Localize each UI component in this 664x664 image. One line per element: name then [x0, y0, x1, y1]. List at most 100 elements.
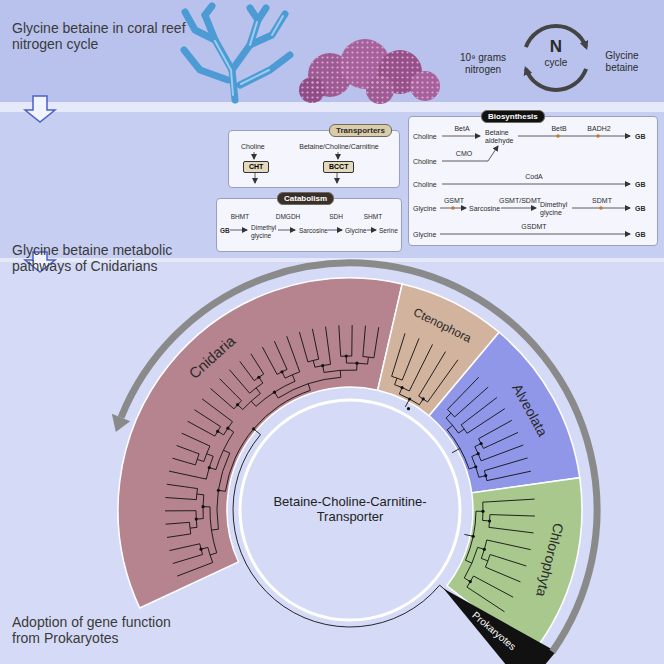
biosynthesis-arrows	[440, 134, 630, 234]
pathway-label: Glycine	[345, 227, 367, 235]
section-band: Adoption of gene function from Prokaryot…	[0, 262, 664, 664]
clade-sector: Chlorophyta	[118, 278, 582, 664]
tree-branch	[375, 327, 379, 351]
tree-branch	[490, 514, 497, 515]
annotation: cycle	[545, 57, 568, 69]
circle-shape	[451, 206, 455, 210]
tree-branch	[210, 553, 217, 555]
tree-branch	[464, 578, 470, 582]
tree-branch	[229, 404, 234, 409]
tree-branch	[452, 377, 478, 404]
tree-arc	[217, 453, 230, 529]
tree-branch	[496, 528, 534, 533]
annotation: Glycine betaine	[596, 50, 648, 73]
path-shape	[442, 146, 498, 161]
pink-coral	[299, 39, 440, 104]
product-label: GB	[220, 227, 230, 235]
tree-branch	[251, 354, 260, 368]
tree-branch	[229, 370, 245, 388]
tree-branch	[440, 585, 451, 595]
tree-branch	[209, 433, 215, 436]
tree-branch	[339, 325, 340, 349]
pathway-label: GSDMT	[521, 223, 546, 231]
tree-branch	[402, 374, 405, 380]
tree-branch	[467, 429, 473, 433]
tree-branch	[405, 399, 409, 407]
pathway-box: BiosynthesisCholineBetABetaine aldehydeB…	[408, 116, 658, 246]
tree-branch	[363, 326, 365, 350]
path-shape	[185, 12, 215, 40]
tree-branch	[473, 409, 505, 430]
tree-branch	[488, 445, 524, 458]
tree-branch	[211, 529, 218, 530]
tree-branch	[201, 547, 208, 549]
tree-branch	[308, 384, 310, 391]
path-shape	[501, 208, 536, 209]
tree-branch	[478, 547, 485, 549]
g-shape	[215, 16, 283, 95]
section-band: Glycine betaine metabolic pathways of Cn…	[0, 112, 664, 258]
path-shape	[278, 230, 295, 231]
circle-shape	[596, 134, 600, 138]
tree-arc	[464, 547, 477, 578]
path-shape	[230, 230, 247, 231]
tree-branch	[220, 379, 237, 396]
tree-branch	[256, 388, 260, 394]
tree-branch	[480, 579, 514, 597]
tree-branch	[189, 499, 196, 500]
tree-branch	[490, 555, 497, 557]
cycle-arrows	[526, 26, 586, 90]
path-shape	[255, 173, 256, 183]
tree-branch	[356, 363, 357, 370]
circle-shape	[599, 206, 603, 210]
path-shape	[442, 184, 630, 185]
path-shape	[258, 8, 266, 20]
tree-branch	[326, 327, 330, 358]
tree-branch	[446, 413, 451, 418]
tree-branch	[196, 555, 203, 557]
box-tag: Biosynthesis	[481, 110, 545, 123]
section-heading: Glycine betaine in coral reef nitrogen c…	[12, 20, 187, 52]
pathway-label: BetB	[551, 125, 566, 133]
tree-branch	[245, 388, 250, 393]
tree-branch	[447, 425, 452, 429]
tree-branch	[287, 336, 298, 365]
tree-branch	[202, 399, 227, 418]
tree-branch	[306, 355, 308, 362]
tree-branch	[218, 431, 224, 435]
tree-branch	[497, 515, 535, 516]
tree-branch	[483, 520, 490, 522]
metabolite-label: Betaine aldehyde	[485, 129, 517, 145]
tree-branch	[399, 388, 402, 394]
pathway-label: GSMT/SDMT	[499, 197, 541, 205]
tree-branch	[405, 338, 419, 373]
pathway-label: GSMT	[444, 197, 464, 205]
tree-branch	[475, 444, 481, 447]
path-shape	[240, 55, 290, 85]
tree-branch	[299, 332, 306, 355]
tree-branch	[489, 527, 496, 529]
sector-shape	[118, 278, 582, 664]
tree-branch	[292, 375, 295, 381]
tree-branch	[466, 560, 472, 563]
section-heading: Glycine betaine metabolic pathways of Cn…	[12, 242, 212, 274]
prokaryote-wedge	[443, 588, 556, 664]
tree-branch	[484, 469, 491, 471]
tree-branch	[237, 396, 242, 401]
tree-branch	[165, 498, 189, 500]
tree-branch	[274, 392, 278, 398]
tree-branch	[227, 417, 233, 421]
box-tag: Catabolism	[277, 192, 334, 205]
pathway-label: DMGDH	[276, 213, 301, 221]
pathway-label: Choline	[241, 143, 265, 151]
tree-branch	[196, 518, 203, 519]
tree-branch	[494, 471, 531, 479]
pathway-label: Choline	[413, 181, 437, 189]
tree-branch	[395, 378, 397, 385]
tree-branch	[362, 350, 364, 357]
tree-branch	[447, 404, 452, 409]
tree-branch	[173, 557, 196, 564]
tree-branch	[167, 535, 184, 538]
